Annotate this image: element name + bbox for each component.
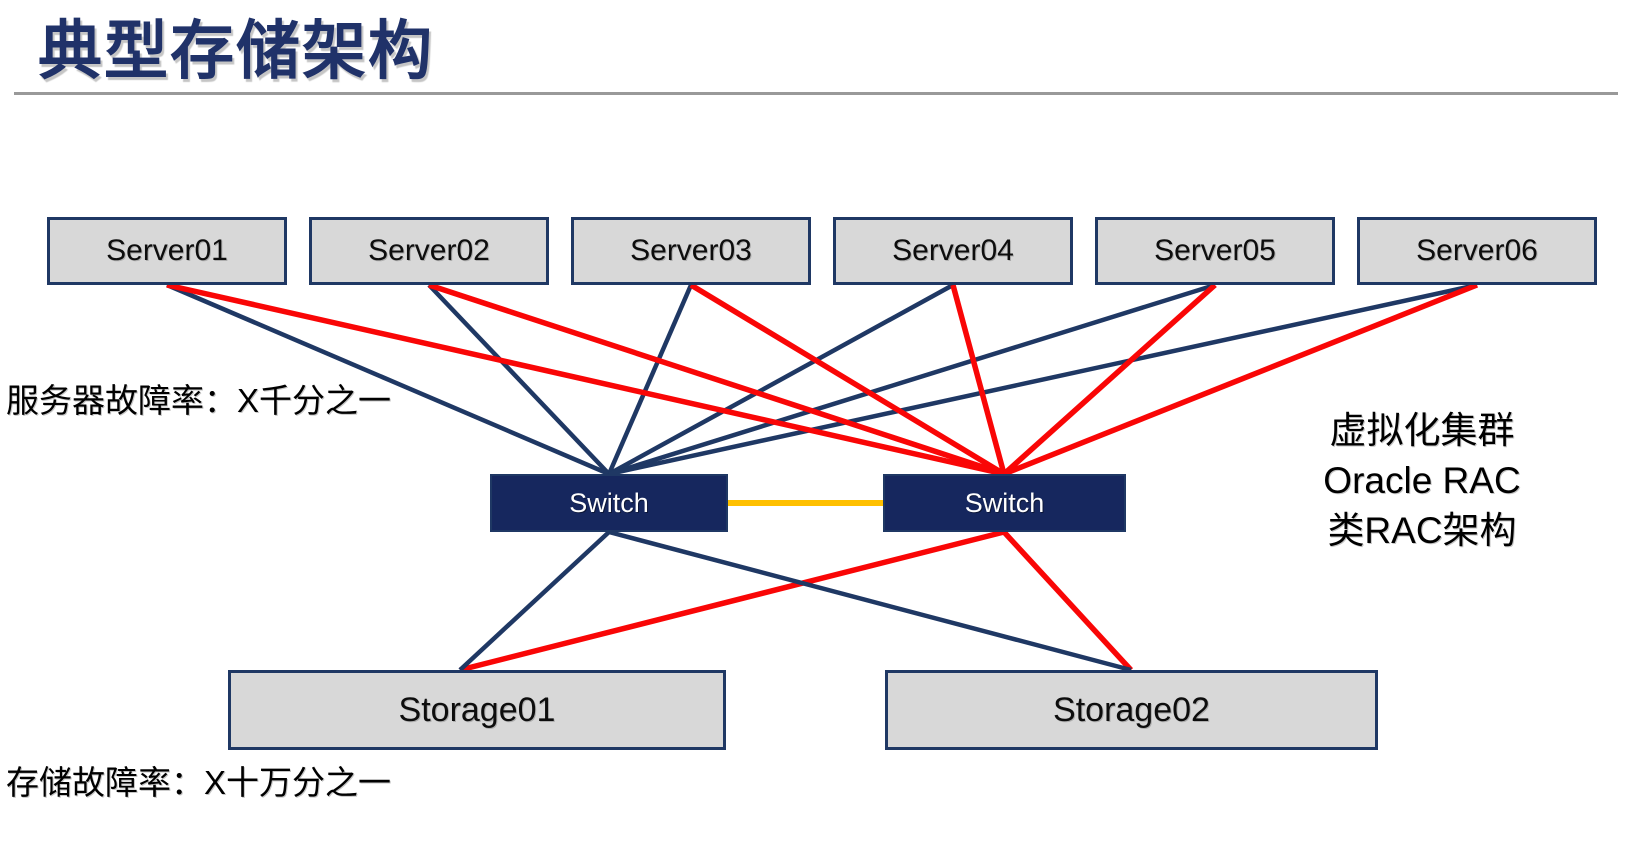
server-box-server05: Server05 — [1095, 217, 1335, 285]
server-box-server01-label: Server01 — [106, 234, 228, 267]
link-switch1-storage02 — [608, 529, 1132, 673]
storage-box-storage01-label: Storage01 — [398, 690, 556, 729]
server-box-server05-label: Server05 — [1154, 234, 1276, 267]
cluster-note-line: 类RAC架构 — [1327, 510, 1517, 551]
link-server04-switch1 — [607, 283, 955, 476]
server-box-server06: Server06 — [1357, 217, 1597, 285]
storage-box-storage01: Storage01 — [228, 670, 726, 750]
link-switch1-storage01 — [458, 530, 611, 672]
switch-box-1: Switch — [490, 474, 728, 532]
server-box-server03-label: Server03 — [630, 234, 752, 267]
link-server02-switch1 — [427, 283, 611, 476]
server-box-server03: Server03 — [571, 217, 811, 285]
switch-box-1-label: Switch — [569, 487, 649, 518]
link-server04-switch2 — [950, 284, 1007, 475]
page-title: 典型存储架构 — [38, 15, 434, 87]
server-box-server06-label: Server06 — [1416, 234, 1538, 267]
storage-failure-rate-note: 存储故障率：X十万分之一 — [6, 764, 392, 801]
server-box-server01: Server01 — [47, 217, 287, 285]
link-server05-switch2 — [1002, 282, 1217, 477]
cluster-note-line: 虚拟化集群 — [1329, 410, 1515, 451]
title-divider — [14, 92, 1618, 95]
link-server05-switch1 — [608, 282, 1216, 477]
link-server03-switch2 — [689, 282, 1006, 477]
link-server01-switch1 — [166, 282, 610, 477]
link-server02-switch2 — [428, 282, 1005, 477]
server-box-server04: Server04 — [833, 217, 1073, 285]
link-server06-switch1 — [608, 282, 1478, 477]
cluster-note-line: Oracle RAC — [1323, 460, 1521, 501]
server-box-server04-label: Server04 — [892, 234, 1014, 267]
link-switch2-storage02 — [1001, 530, 1134, 672]
switch-box-2-label: Switch — [964, 487, 1045, 518]
link-server06-switch2 — [1002, 282, 1479, 477]
server-box-server02: Server02 — [309, 217, 549, 285]
storage-box-storage02: Storage02 — [885, 670, 1378, 750]
switch-box-2: Switch — [883, 474, 1126, 532]
link-switch2-storage01 — [459, 529, 1005, 673]
storage-box-storage02-label: Storage02 — [1053, 690, 1210, 729]
link-server03-switch1 — [606, 284, 694, 475]
server-box-server02-label: Server02 — [368, 234, 490, 267]
cluster-note: 虚拟化集群 Oracle RAC 类RAC架构 — [1316, 406, 1528, 556]
server-failure-rate-note: 服务器故障率：X千分之一 — [6, 382, 392, 419]
link-server01-switch2 — [166, 282, 1005, 477]
